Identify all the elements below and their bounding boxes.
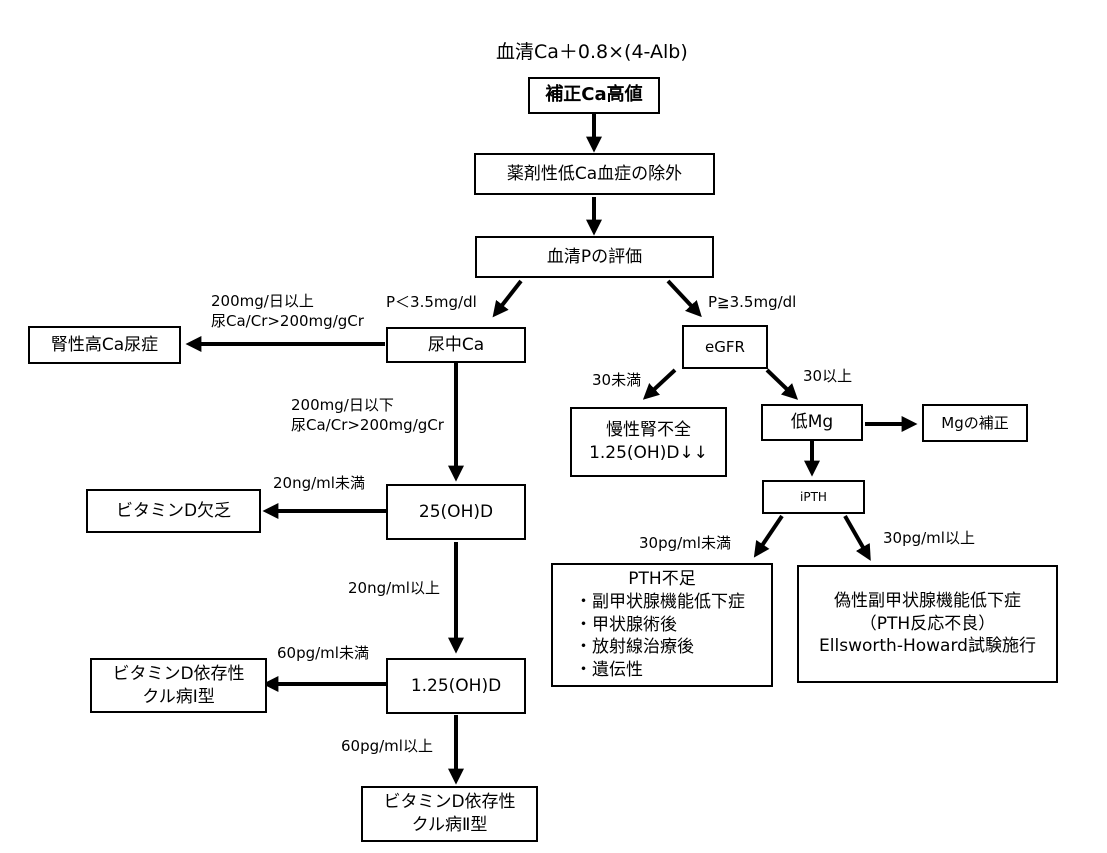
ckd-box: 慢性腎不全 1.25(OH)D↓↓: [570, 407, 727, 477]
corrected-ca-high-text: 補正Ca高値: [545, 84, 643, 106]
vitd-125-box: 1.25(OH)D: [386, 658, 526, 714]
exclude-drug-box: 薬剤性低Ca血症の除外: [474, 153, 715, 195]
label-urine-ca-low: 200mg/日以下 尿Ca/Cr>200mg/gCr: [291, 395, 444, 436]
label-25d-high: 20ng/ml以上: [348, 579, 440, 597]
pth-deficiency-title: PTH不足: [628, 568, 696, 589]
vddr2-line-2: クル病Ⅱ型: [411, 815, 488, 835]
corrected-ca-high-box: 補正Ca高値: [528, 77, 660, 114]
label-urine-ca-high: 200mg/日以上 尿Ca/Cr>200mg/gCr: [211, 291, 364, 332]
label-25d-low: 20ng/ml未満: [273, 474, 365, 492]
formula-text: 血清Ca＋0.8×(4-Alb): [496, 41, 688, 63]
vitd-25-text: 25(OH)D: [418, 501, 494, 522]
serum-p-text: 血清Pの評価: [546, 246, 643, 267]
vitd-deficiency-box: ビタミンD欠乏: [86, 489, 261, 533]
mg-correction-text: Mgの補正: [941, 413, 1009, 432]
label-egfr-low: 30未満: [592, 371, 642, 389]
arrow-serum-p-to-urine-ca: [492, 279, 523, 318]
pth-deficiency-box: PTH不足 ・副甲状腺機能低下症 ・甲状腺術後 ・放射線治療後 ・遺伝性: [551, 563, 773, 687]
arrow-egfr-to-ckd: [642, 368, 677, 400]
vddr2-box: ビタミンD依存性 クル病Ⅱ型: [361, 786, 538, 842]
arrow-ipth-to-pthdef: [753, 514, 784, 558]
pseudo-hypopara-box: 偽性副甲状腺機能低下症 （PTH反応不良） Ellsworth-Howard試験…: [797, 565, 1058, 683]
ckd-line-1: 慢性腎不全: [606, 420, 691, 441]
vitd-125-text: 1.25(OH)D: [410, 675, 502, 696]
egfr-box: eGFR: [682, 325, 768, 369]
pth-deficiency-item-3: ・放射線治療後: [575, 637, 694, 658]
exclude-drug-text: 薬剤性低Ca血症の除外: [506, 163, 683, 184]
low-mg-text: 低Mg: [790, 412, 834, 433]
pseudo-hypopara-line-2: （PTH反応不良）: [859, 613, 996, 634]
urine-ca-text: 尿中Ca: [427, 334, 485, 355]
label-urine-ca-low-line-2: 尿Ca/Cr>200mg/gCr: [291, 416, 444, 435]
arrow-serum-p-to-egfr: [666, 279, 702, 318]
vitd-25-box: 25(OH)D: [386, 484, 526, 540]
label-urine-ca-high-line-2: 尿Ca/Cr>200mg/gCr: [211, 312, 364, 331]
pth-deficiency-item-4: ・遺伝性: [575, 660, 643, 681]
label-urine-ca-high-line-1: 200mg/日以上: [211, 292, 314, 310]
label-p-low: P＜3.5mg/dl: [386, 293, 477, 311]
vddr1-line-1: ビタミンD依存性: [112, 663, 245, 684]
renal-hypercalciuria-box: 腎性高Ca尿症: [28, 326, 181, 364]
pseudo-hypopara-line-3: Ellsworth-Howard試験施行: [819, 636, 1036, 657]
label-pth-high: 30pg/ml以上: [883, 529, 975, 547]
arrow-ipth-to-pseudo: [843, 515, 871, 561]
urine-ca-box: 尿中Ca: [386, 327, 526, 363]
pth-deficiency-item-1: ・副甲状腺機能低下症: [575, 591, 745, 612]
pseudo-hypopara-line-1: 偽性副甲状腺機能低下症: [834, 590, 1021, 611]
vddr1-box: ビタミンD依存性 クル病Ⅰ型: [90, 658, 267, 713]
label-urine-ca-low-line-1: 200mg/日以下: [291, 396, 394, 414]
arrow-egfr-to-lowmg: [765, 368, 799, 400]
vddr2-line-1: ビタミンD依存性: [383, 792, 516, 813]
ipth-box: iPTH: [762, 480, 865, 514]
egfr-text: eGFR: [705, 337, 745, 356]
label-pth-low: 30pg/ml未満: [639, 534, 731, 552]
ipth-text: iPTH: [800, 489, 827, 504]
vddr1-line-2: クル病Ⅰ型: [142, 686, 215, 707]
renal-hypercalciuria-text: 腎性高Ca尿症: [50, 334, 159, 355]
serum-p-box: 血清Pの評価: [475, 236, 714, 278]
label-125d-high: 60pg/ml以上: [341, 737, 433, 755]
label-egfr-high: 30以上: [803, 367, 853, 385]
label-p-high: P≧3.5mg/dl: [708, 293, 797, 311]
ckd-line-2: 1.25(OH)D↓↓: [589, 443, 708, 463]
mg-correction-box: Mgの補正: [922, 404, 1028, 442]
vitd-deficiency-text: ビタミンD欠乏: [115, 500, 232, 521]
label-125d-low: 60pg/ml未満: [277, 644, 369, 662]
pth-deficiency-item-2: ・甲状腺術後: [575, 614, 677, 635]
low-mg-box: 低Mg: [761, 404, 863, 441]
